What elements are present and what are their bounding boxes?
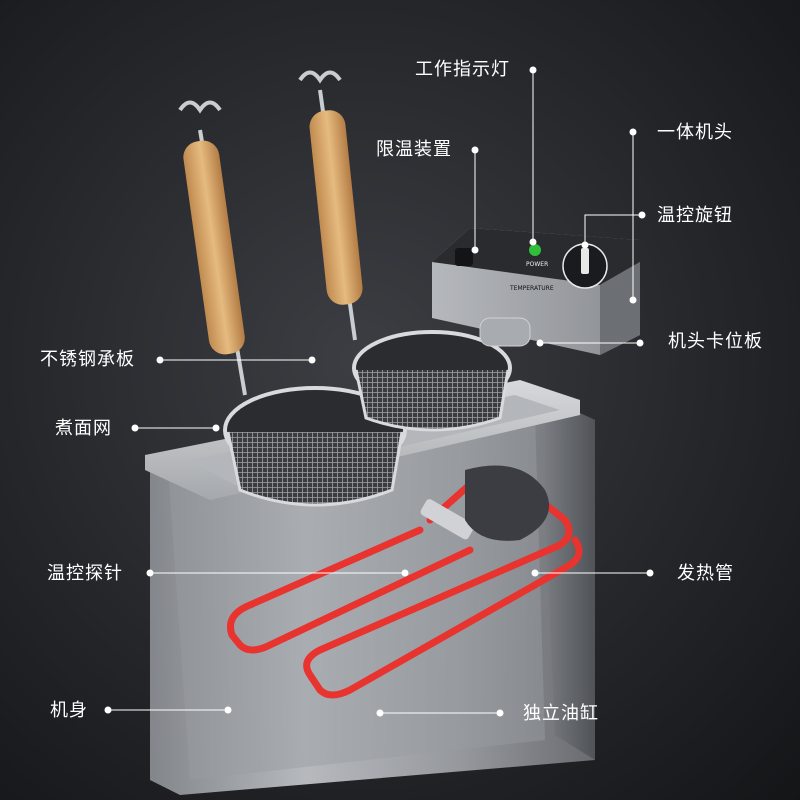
leader-dots — [104, 66, 654, 717]
label-indicator-light: 工作指示灯 — [415, 59, 510, 80]
indicator-light — [529, 244, 541, 256]
temp-limiter-cap — [455, 248, 473, 266]
label-head-clip-plate: 机头卡位板 — [668, 331, 763, 352]
device-temperature-text: TEMPERATURE — [509, 285, 554, 292]
label-temp-probe: 温控探针 — [47, 563, 123, 584]
label-noodle-basket: 煮面网 — [55, 418, 112, 439]
leader-lines — [108, 70, 650, 714]
temp-probe — [420, 465, 550, 541]
label-integrated-head: 一体机头 — [657, 122, 733, 143]
basket-handle-left — [178, 100, 247, 396]
noodle-basket-front — [223, 386, 407, 507]
head-clip-plate — [479, 317, 531, 347]
label-heating-tube: 发热管 — [677, 563, 734, 584]
device-power-text: POWER — [526, 261, 548, 268]
basket-handle-right — [298, 70, 363, 341]
label-temp-limiter: 限温装置 — [376, 139, 452, 160]
label-oil-tank: 独立油缸 — [523, 703, 599, 724]
noodle-basket-rear — [352, 330, 512, 432]
label-steel-support-plate: 不锈钢承板 — [40, 349, 135, 370]
label-body: 机身 — [50, 700, 88, 721]
label-temp-knob: 温控旋钮 — [657, 205, 733, 226]
